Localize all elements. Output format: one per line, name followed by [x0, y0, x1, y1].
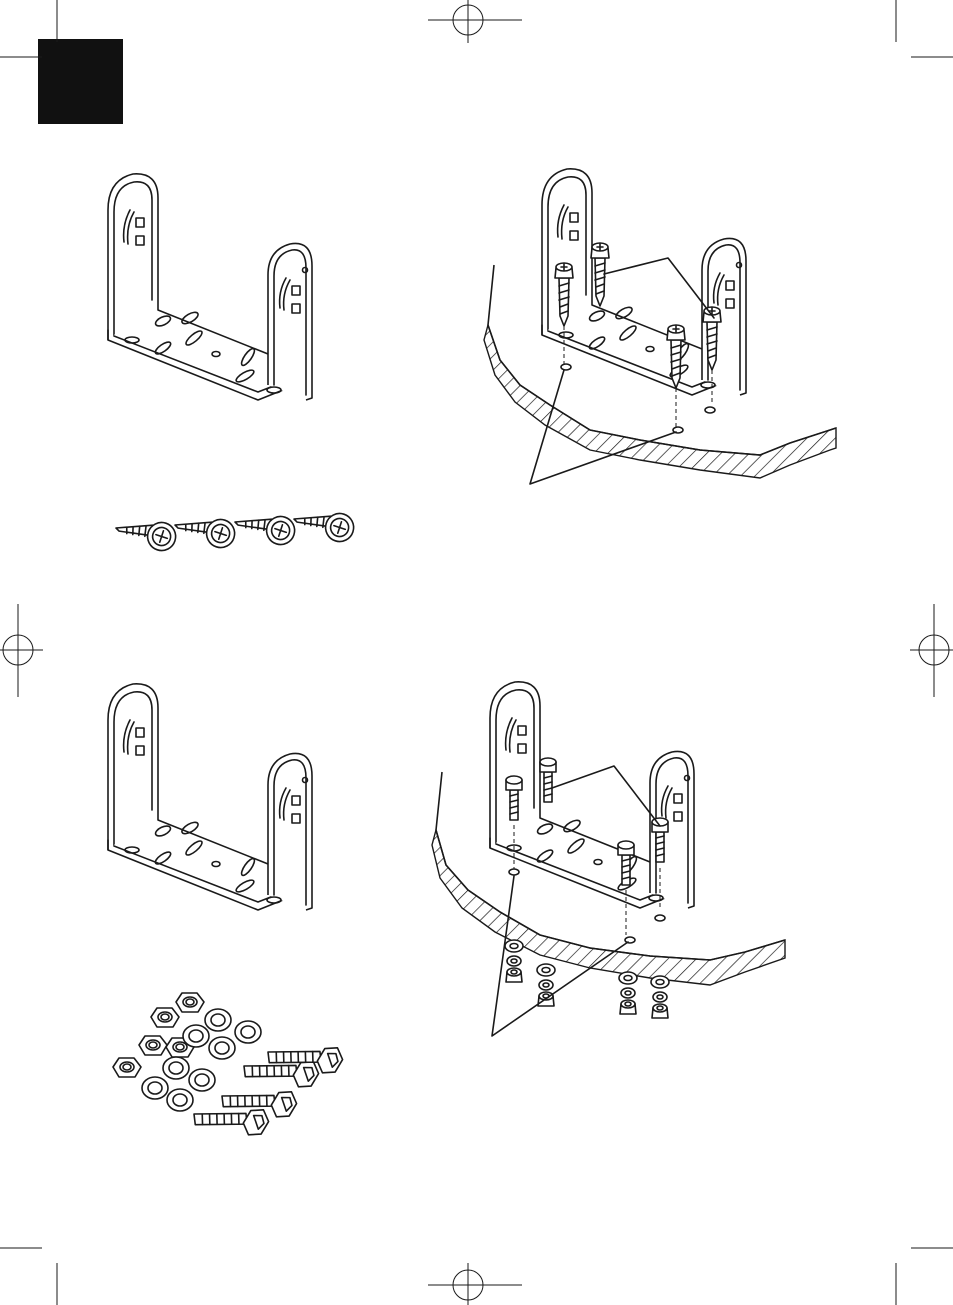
self-tapping-screws-illustration	[114, 500, 358, 554]
washer-icon	[142, 1077, 168, 1099]
mounting-bracket-installed	[490, 682, 694, 908]
nut-icon	[151, 1008, 179, 1027]
washer-icon	[167, 1089, 193, 1111]
nut-washer-stack-icon	[619, 972, 637, 1014]
mounting-bracket-illustration-bottom	[108, 684, 312, 910]
nut-icon	[113, 1058, 141, 1077]
nut-icon	[139, 1036, 167, 1055]
screw-icon	[114, 509, 180, 554]
washer-icon	[183, 1025, 209, 1047]
mounting-bracket-illustration-top	[108, 174, 312, 400]
screw-icon	[173, 506, 239, 551]
leader-line-screws	[604, 258, 714, 318]
screw-icon	[292, 500, 358, 545]
washer-icon	[209, 1037, 235, 1059]
registration-mark-bottom	[428, 1263, 522, 1305]
bolt-nut-washer-illustration	[113, 993, 345, 1143]
leader-line-bolts	[552, 766, 660, 826]
screw-icon	[233, 503, 299, 548]
screw-icon	[591, 243, 609, 306]
nut-washer-stack-icon	[537, 964, 555, 1006]
washer-icon	[235, 1021, 261, 1043]
washer-icon	[163, 1057, 189, 1079]
registration-mark-top	[428, 0, 522, 43]
installation-self-tapping-screws	[484, 169, 836, 484]
nut-icon	[176, 993, 204, 1012]
registration-mark-right	[910, 604, 953, 697]
bolt-icon	[540, 758, 556, 802]
installation-bolts	[432, 682, 785, 1036]
nut-washer-stack-icon	[505, 940, 523, 982]
washer-icon	[189, 1069, 215, 1091]
registration-mark-left	[0, 604, 43, 697]
nut-washer-stack-icon	[651, 976, 669, 1018]
washer-icon	[205, 1009, 231, 1031]
